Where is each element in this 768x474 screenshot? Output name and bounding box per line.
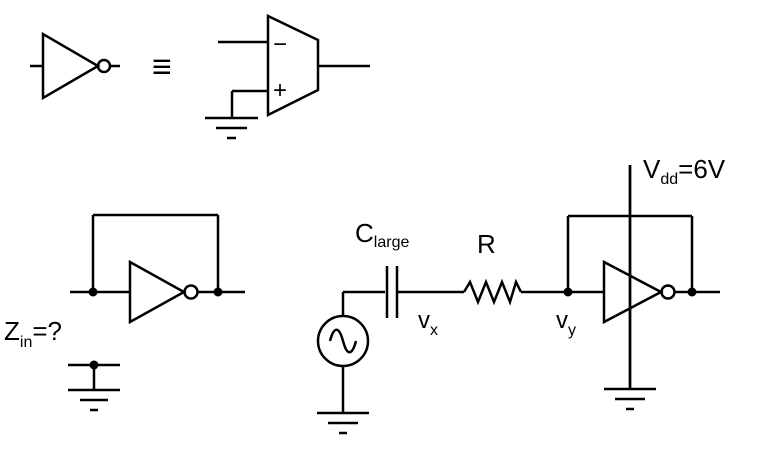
opamp-inverting-sign: −: [273, 31, 287, 58]
ground-symbol-inverter: [604, 387, 656, 411]
resistor-label: R: [477, 229, 496, 259]
inverter-feedback-left: [70, 213, 245, 325]
ground-symbol-opamp: [205, 116, 258, 140]
inverter-feedback-right: [563, 165, 720, 411]
opamp-noninverting-sign: +: [273, 77, 287, 104]
opamp-symbol: [205, 14, 370, 140]
capacitor-label: Clarge: [355, 218, 409, 251]
equivalence-symbol: ≡: [152, 48, 172, 86]
vx-label: vx: [418, 307, 438, 339]
capacitor: [385, 266, 464, 318]
vy-label: vy: [556, 307, 576, 339]
resistor: [462, 278, 604, 306]
vdd-label: Vdd=6V: [643, 154, 726, 188]
zin-label: Zin=?: [4, 316, 62, 351]
ground-symbol-source: [317, 411, 369, 435]
zin-ground-terminal: [68, 360, 120, 412]
ac-source: [316, 290, 385, 435]
inverter-symbol-top: [30, 31, 120, 101]
